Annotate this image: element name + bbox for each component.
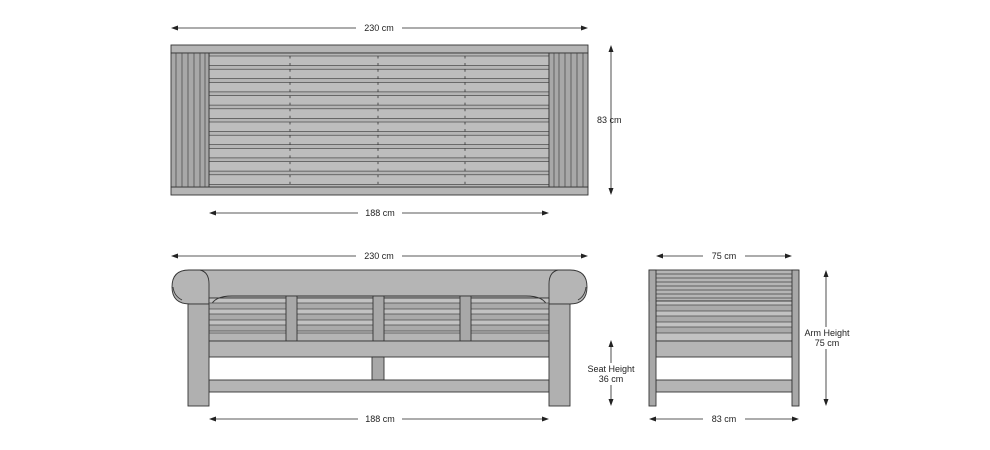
front-view-stretcher bbox=[208, 379, 550, 393]
front-view-seat-rail bbox=[208, 340, 550, 358]
arrow-head bbox=[542, 210, 549, 216]
top-slat bbox=[208, 134, 550, 145]
side-slat bbox=[655, 315, 793, 323]
front-view-backrest bbox=[189, 269, 571, 299]
seat-height-value: 36 cm bbox=[599, 374, 624, 384]
top-view-left-arm-lines bbox=[175, 53, 206, 187]
side-view-top-width-label: 75 cm bbox=[712, 251, 737, 261]
front-view-right-scroll-arm bbox=[548, 269, 588, 305]
front-view-centre-leg bbox=[371, 356, 385, 381]
top-view-right-arm bbox=[548, 52, 589, 188]
arrow-head bbox=[209, 416, 216, 422]
arrow-head bbox=[608, 340, 614, 347]
arrow-head bbox=[209, 210, 216, 216]
arrow-head bbox=[581, 253, 588, 259]
front-view-left-leg bbox=[187, 303, 210, 407]
top-view-depth-label: 83 cm bbox=[597, 115, 622, 125]
side-view-slats bbox=[655, 304, 793, 334]
front-view-overall-width-label: 230 cm bbox=[364, 251, 394, 261]
front-view-right-leg bbox=[548, 303, 571, 407]
arrow-head bbox=[171, 25, 178, 31]
front-view-left-scroll-arm bbox=[171, 269, 210, 305]
top-view-inner-width-label: 188 cm bbox=[365, 208, 395, 218]
front-view-inner-width-label: 188 cm bbox=[365, 414, 395, 424]
side-view-stretcher bbox=[655, 379, 793, 393]
arrow-head bbox=[792, 416, 799, 422]
top-slat bbox=[208, 161, 550, 172]
side-slat bbox=[655, 304, 793, 312]
front-view-post bbox=[372, 295, 385, 342]
arrow-head bbox=[171, 253, 178, 259]
top-slat bbox=[208, 55, 550, 66]
arrow-head bbox=[656, 253, 663, 259]
arrow-head bbox=[608, 188, 614, 195]
front-view-post bbox=[459, 295, 472, 342]
side-slat bbox=[655, 326, 793, 334]
side-view-bottom-width-label: 83 cm bbox=[712, 414, 737, 424]
top-view-right-arm-lines bbox=[553, 53, 584, 187]
arrow-head bbox=[823, 399, 829, 406]
arrow-head bbox=[649, 416, 656, 422]
front-view: 230 cm 188 cm Seat Height 36 cm bbox=[171, 249, 637, 425]
arrow-head bbox=[823, 270, 829, 277]
top-slat bbox=[208, 108, 550, 119]
side-view-arm-top bbox=[648, 269, 799, 302]
top-view-left-arm bbox=[170, 52, 210, 188]
side-view-seat-rail bbox=[655, 340, 793, 358]
top-slat bbox=[208, 95, 550, 106]
arrow-head bbox=[608, 399, 614, 406]
arrow-head bbox=[542, 416, 549, 422]
top-view-rear-rail bbox=[170, 44, 589, 54]
arrow-head bbox=[581, 25, 588, 31]
front-view-post bbox=[285, 295, 298, 342]
side-view-front-leg bbox=[648, 269, 657, 407]
seat-height-title: Seat Height bbox=[587, 364, 635, 374]
side-view-rear-leg bbox=[791, 269, 800, 407]
side-view-arm-lines bbox=[649, 273, 798, 299]
top-view: 230 cm 188 cm 83 cm bbox=[170, 21, 622, 219]
top-slat bbox=[208, 148, 550, 159]
arrow-head bbox=[785, 253, 792, 259]
top-view-overall-width-label: 230 cm bbox=[364, 23, 394, 33]
top-slat bbox=[208, 121, 550, 132]
top-view-front-rail bbox=[170, 186, 589, 196]
top-slat bbox=[208, 82, 550, 93]
arrow-head bbox=[608, 45, 614, 52]
arm-height-title: Arm Height bbox=[804, 328, 850, 338]
arm-height-value: 75 cm bbox=[815, 338, 840, 348]
top-slat bbox=[208, 174, 550, 185]
top-slat bbox=[208, 68, 550, 79]
side-view: 75 cm 83 cm Arm Height 75 cm bbox=[648, 249, 852, 425]
